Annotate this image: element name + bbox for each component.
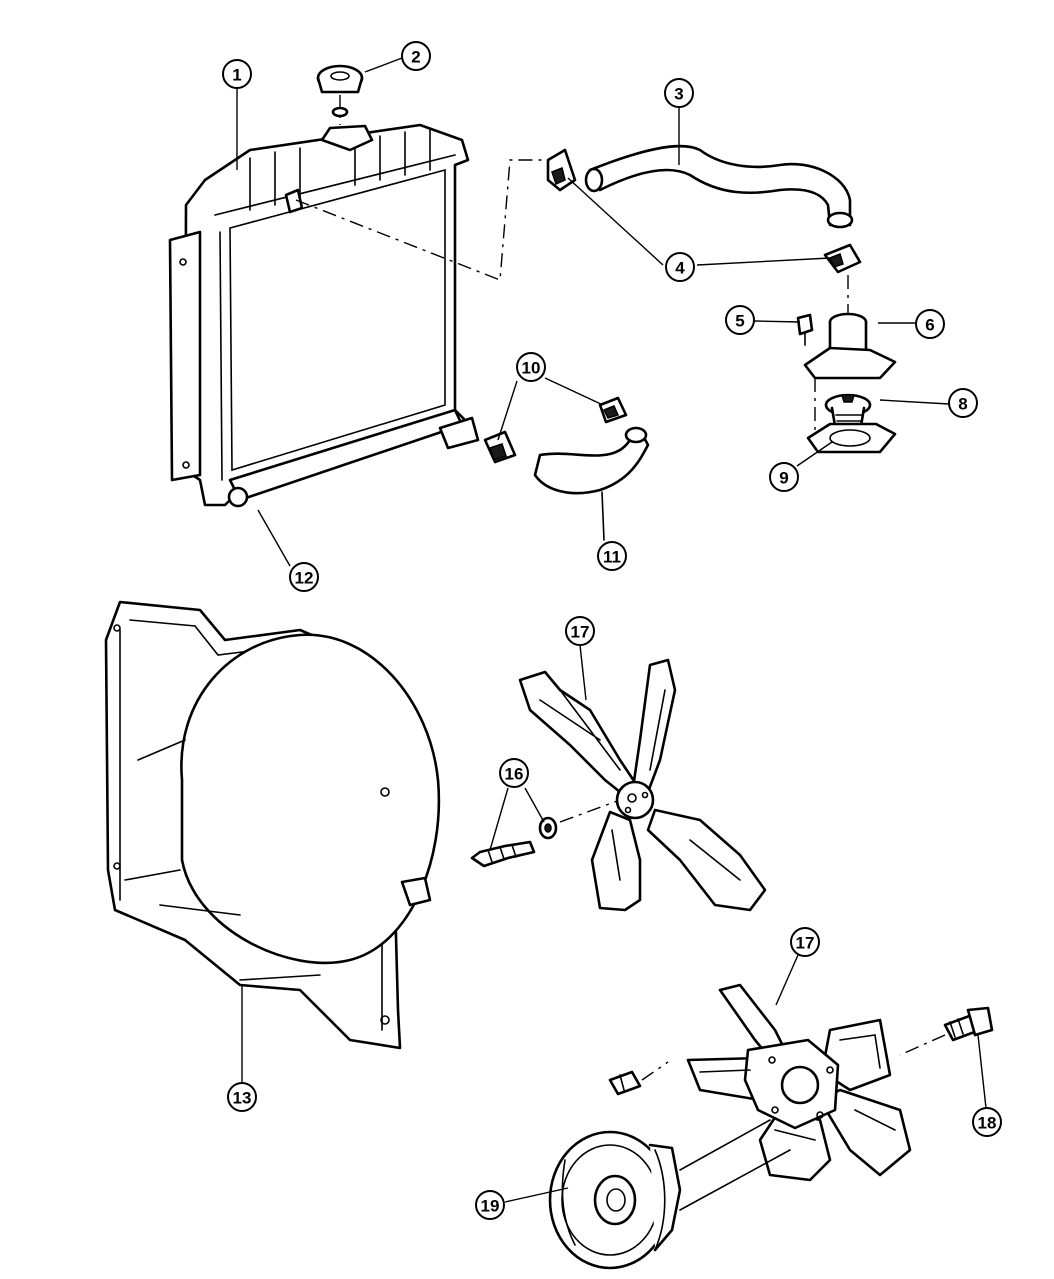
bleed-valve (796, 313, 814, 346)
callout-4: 4 (665, 252, 695, 282)
callout-12-label: 12 (295, 569, 314, 588)
lower-radiator-hose (533, 426, 650, 541)
connection-lines (236, 57, 987, 1203)
callout-10: 10 (516, 352, 546, 382)
fan-clutch (548, 1119, 791, 1270)
callout-2: 2 (401, 41, 431, 71)
fan-bolt-and-washer (470, 799, 621, 868)
thermostat-housing (803, 275, 897, 440)
callout-19: 19 (475, 1190, 505, 1220)
fan-blade-4-wing (518, 658, 767, 912)
callout-9: 9 (769, 462, 799, 492)
fan-blade-5-wing (686, 983, 912, 1182)
callout-17-lower: 17 (790, 927, 820, 957)
callout-1-label: 1 (232, 66, 241, 85)
callout-2-label: 2 (411, 48, 420, 67)
callout-11: 11 (597, 541, 627, 571)
callout-16-label: 16 (505, 765, 524, 784)
callout-5: 5 (725, 305, 755, 335)
callout-5-label: 5 (735, 312, 744, 331)
callout-16: 16 (499, 758, 529, 788)
radiator (168, 123, 480, 508)
callout-8: 8 (948, 388, 978, 418)
upper-radiator-hose (584, 144, 854, 229)
clutch-bolt (608, 1061, 669, 1096)
callout-4-label: 4 (675, 259, 685, 278)
callout-11-label: 11 (603, 548, 621, 567)
callout-9-label: 9 (779, 469, 788, 488)
lower-hose-clamps (483, 396, 628, 464)
callout-3: 3 (664, 78, 694, 108)
callout-1: 1 (222, 59, 252, 89)
callout-18-label: 18 (978, 1114, 997, 1133)
callout-13-label: 13 (233, 1089, 252, 1108)
thermostat-gasket (806, 422, 897, 454)
upper-hose-clamps (546, 148, 862, 274)
callout-17-upper: 17 (565, 616, 595, 646)
fan-shroud (104, 600, 441, 1050)
callout-6: 6 (915, 309, 945, 339)
callout-8-label: 8 (958, 395, 967, 414)
callout-19-label: 19 (481, 1197, 500, 1216)
callout-3-label: 3 (674, 85, 683, 104)
callout-17-lower-label: 17 (796, 934, 815, 953)
fan-clutch-bolt (899, 1006, 994, 1056)
callout-13: 13 (227, 1082, 257, 1112)
callout-6-label: 6 (925, 316, 934, 335)
radiator-cap (316, 64, 364, 125)
callout-10-label: 10 (522, 359, 541, 378)
callout-18: 18 (972, 1107, 1002, 1137)
callout-12: 12 (289, 562, 319, 592)
callout-17-upper-label: 17 (571, 623, 590, 642)
